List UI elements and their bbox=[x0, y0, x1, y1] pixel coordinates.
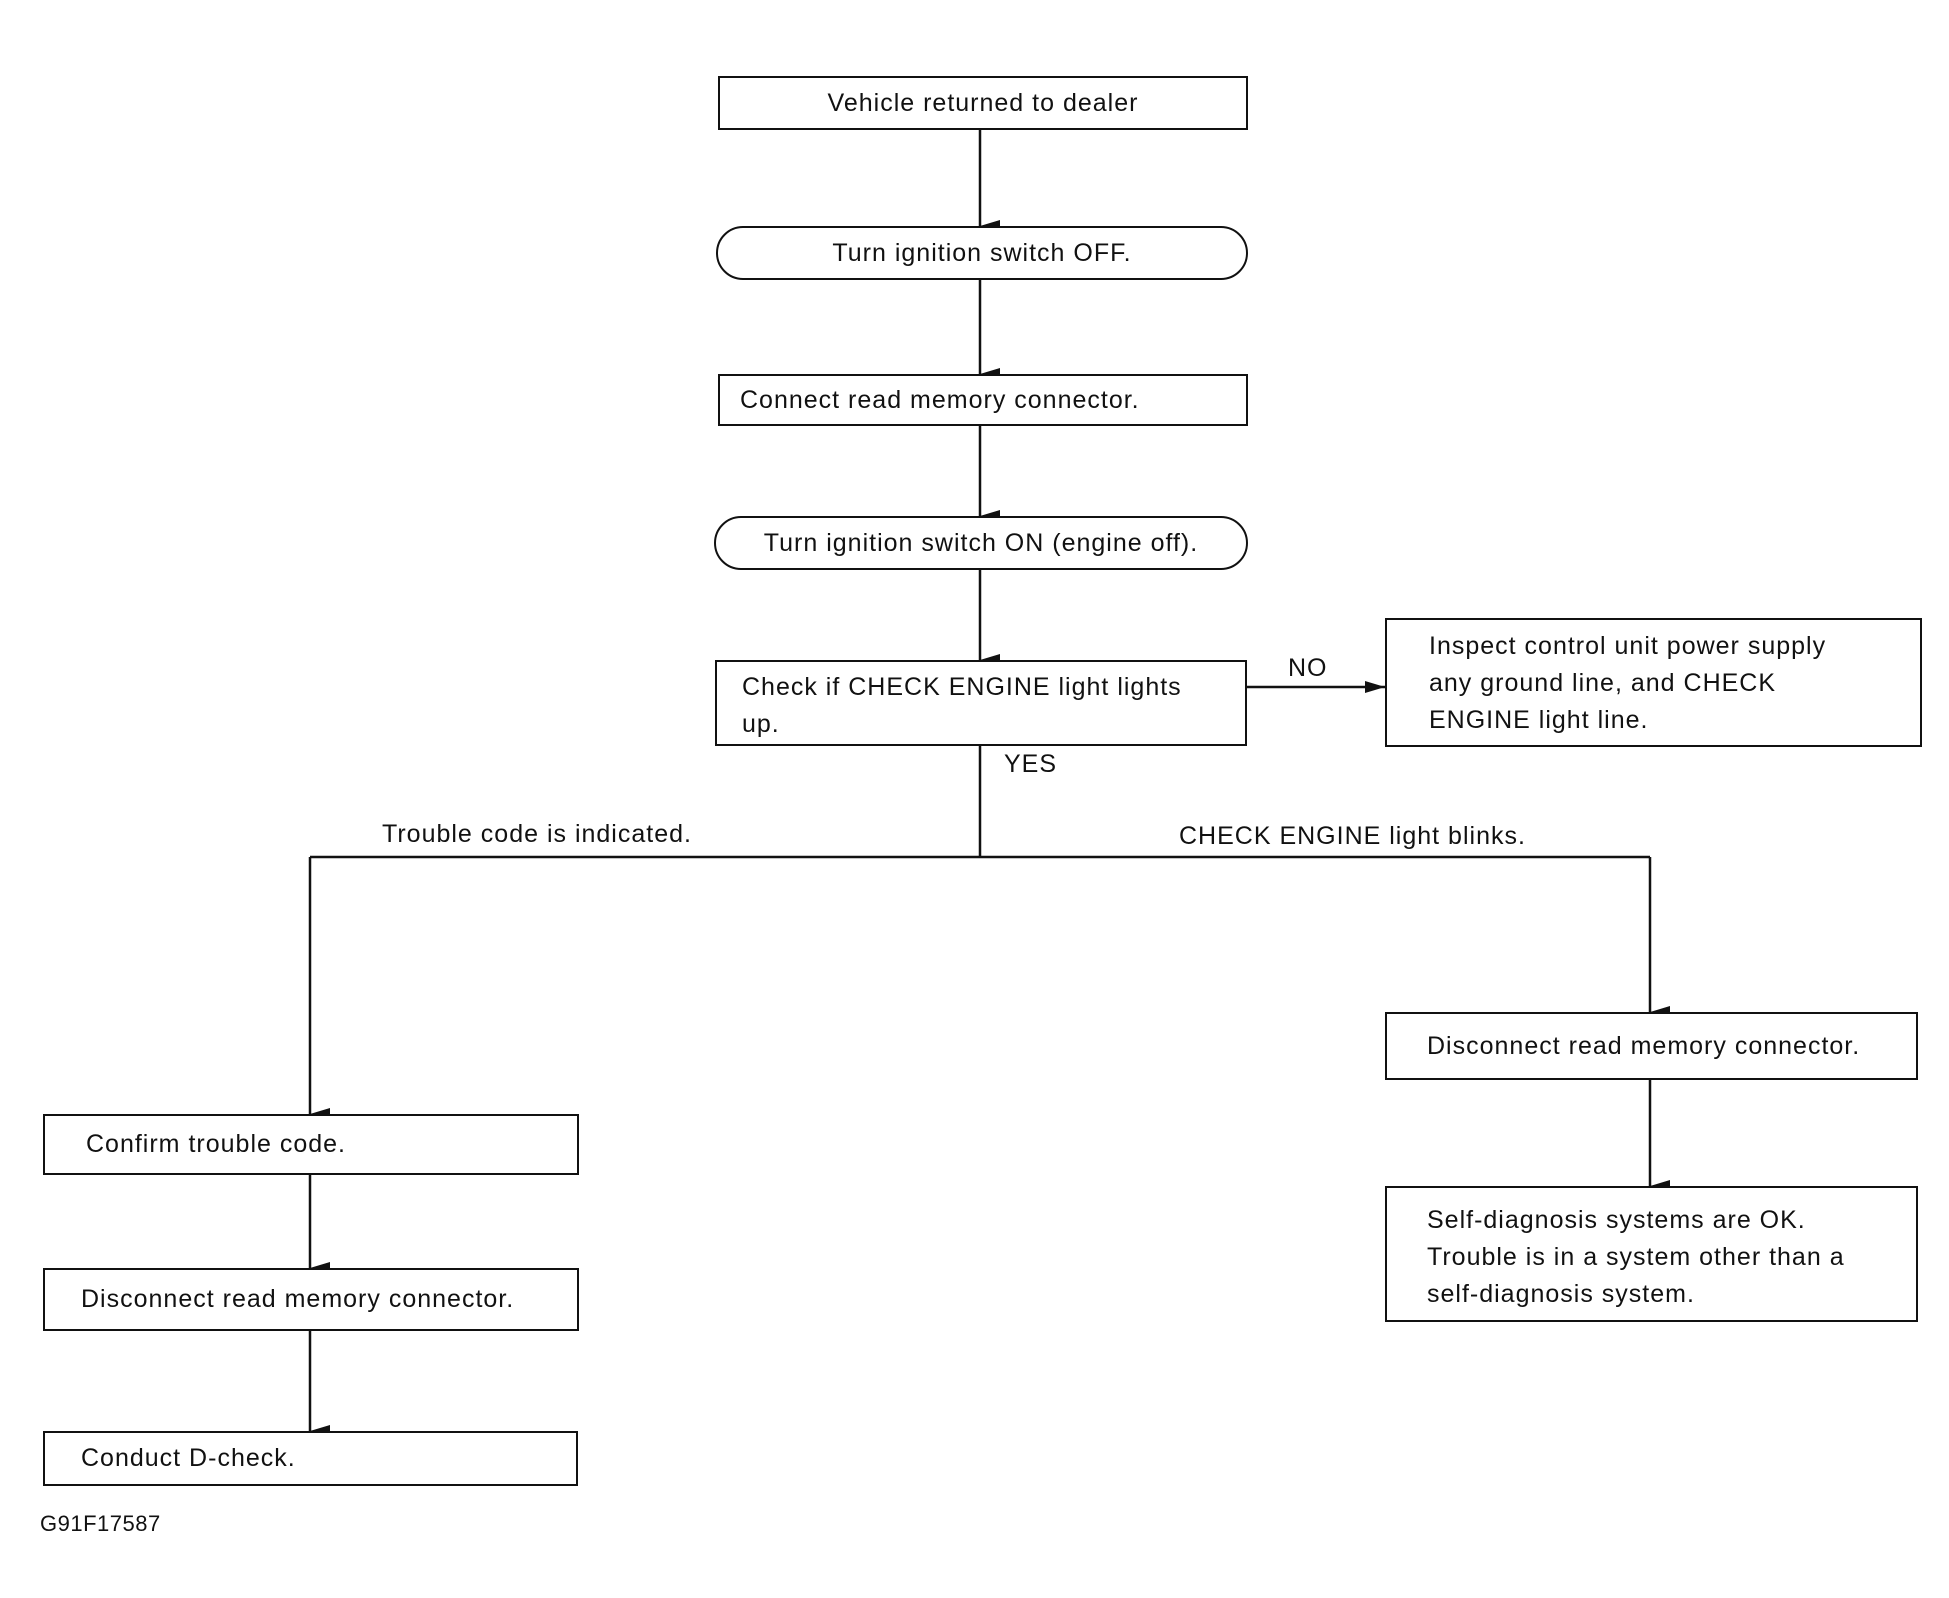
box-disconnect-left: Disconnect read memory connector. bbox=[43, 1268, 579, 1331]
label-check-engine-blinks: CHECK ENGINE light blinks. bbox=[1179, 822, 1526, 850]
box-confirm-text: Confirm trouble code. bbox=[86, 1130, 347, 1158]
box-inspect-control-unit: Inspect control unit power supply any gr… bbox=[1385, 618, 1922, 747]
box-selfdiag-line-3: self-diagnosis system. bbox=[1427, 1280, 1695, 1308]
box-self-diagnosis-ok: Self-diagnosis systems are OK. Trouble i… bbox=[1385, 1186, 1918, 1322]
label-trouble-code-indicated: Trouble code is indicated. bbox=[382, 820, 692, 848]
box-ignition-on: Turn ignition switch ON (engine off). bbox=[714, 516, 1248, 570]
box-disconnect-left-text: Disconnect read memory connector. bbox=[81, 1285, 515, 1313]
box-dcheck-text: Conduct D-check. bbox=[81, 1444, 296, 1472]
box-check-line-2: up. bbox=[742, 710, 780, 738]
box-inspect-line-2: any ground line, and CHECK bbox=[1429, 669, 1777, 697]
box-inspect-line-1: Inspect control unit power supply bbox=[1429, 632, 1827, 660]
box-ignition-off-text: Turn ignition switch OFF. bbox=[832, 238, 1132, 267]
box-ignition-on-text: Turn ignition switch ON (engine off). bbox=[763, 528, 1199, 557]
box-disconnect-right: Disconnect read memory connector. bbox=[1385, 1012, 1918, 1080]
box-check-engine-light: Check if CHECK ENGINE light lights up. bbox=[715, 660, 1247, 746]
box-check-line-1: Check if CHECK ENGINE light lights bbox=[742, 673, 1182, 701]
box-inspect-line-3: ENGINE light line. bbox=[1429, 706, 1649, 734]
box-confirm-trouble-code: Confirm trouble code. bbox=[43, 1114, 579, 1175]
box-disconnect-right-text: Disconnect read memory connector. bbox=[1427, 1031, 1861, 1060]
box-vehicle-returned-text: Vehicle returned to dealer bbox=[827, 88, 1139, 117]
box-ignition-off: Turn ignition switch OFF. bbox=[716, 226, 1248, 280]
box-selfdiag-line-2: Trouble is in a system other than a bbox=[1427, 1243, 1845, 1271]
box-connect-connector-text: Connect read memory connector. bbox=[740, 385, 1140, 414]
box-connect-connector: Connect read memory connector. bbox=[718, 374, 1248, 426]
label-no: NO bbox=[1288, 654, 1328, 682]
box-vehicle-returned: Vehicle returned to dealer bbox=[718, 76, 1248, 130]
box-selfdiag-line-1: Self-diagnosis systems are OK. bbox=[1427, 1206, 1806, 1234]
label-yes: YES bbox=[1004, 750, 1058, 778]
figure-id: G91F17587 bbox=[40, 1511, 161, 1536]
box-conduct-dcheck: Conduct D-check. bbox=[43, 1431, 578, 1486]
